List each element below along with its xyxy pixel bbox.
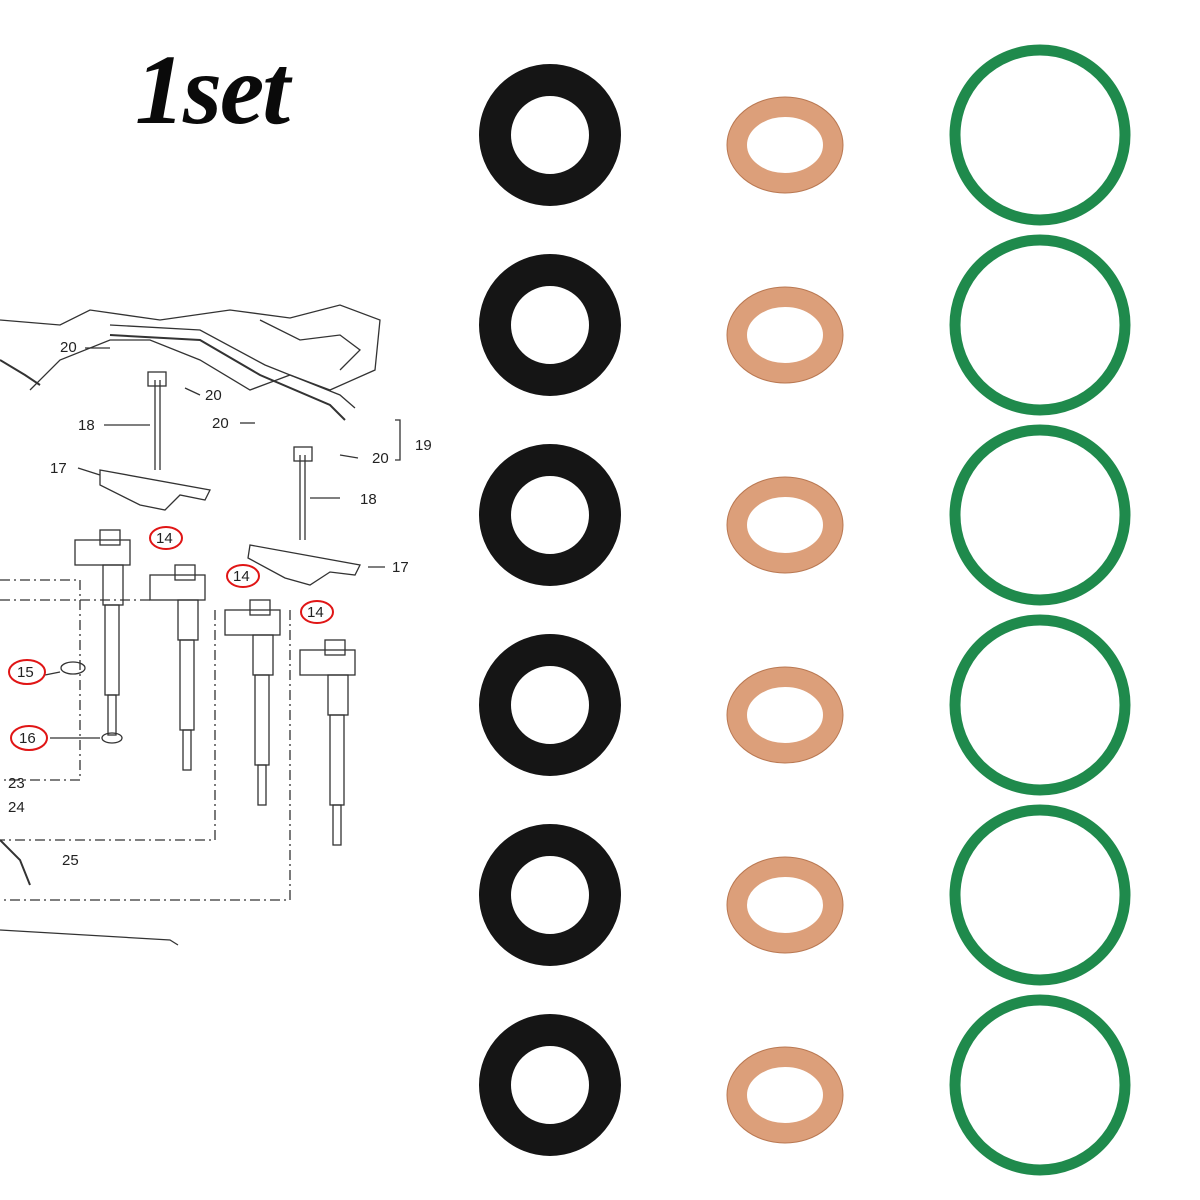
label-25: 25 xyxy=(62,852,79,869)
copper-washer-edge xyxy=(726,476,844,574)
label-20-c: 20 xyxy=(212,415,229,432)
headline-1set: 1set xyxy=(135,34,290,145)
injector-exploded-diagram: 20 20 20 20 18 18 17 17 19 14 14 14 15 1… xyxy=(0,304,432,946)
black-o-ring xyxy=(479,64,621,206)
label-20-b: 20 xyxy=(205,387,222,404)
black-o-ring xyxy=(479,444,621,586)
label-19: 19 xyxy=(415,437,432,454)
copper-washer xyxy=(727,477,843,573)
label-17-a: 17 xyxy=(50,460,67,477)
label-16: 16 xyxy=(19,730,36,747)
green-o-ring xyxy=(949,994,1131,1176)
copper-washer-edge xyxy=(726,666,844,764)
copper-washer xyxy=(727,1047,843,1143)
copper-washer xyxy=(727,857,843,953)
label-23: 23 xyxy=(8,775,25,792)
label-14-c: 14 xyxy=(307,604,324,621)
black-o-ring xyxy=(479,824,621,966)
green-o-ring xyxy=(949,44,1131,226)
green-o-ring xyxy=(949,804,1131,986)
label-17-b: 17 xyxy=(392,559,409,576)
label-20-a: 20 xyxy=(60,339,77,356)
black-o-ring xyxy=(479,634,621,776)
copper-washer xyxy=(727,667,843,763)
label-24: 24 xyxy=(8,799,25,816)
green-o-ring xyxy=(949,614,1131,796)
copper-washer xyxy=(727,97,843,193)
label-18-b: 18 xyxy=(360,491,377,508)
green-o-ring xyxy=(949,424,1131,606)
label-14-b: 14 xyxy=(233,568,250,585)
copper-washer-edge xyxy=(726,1046,844,1144)
copper-washer-edge xyxy=(726,96,844,194)
black-o-ring xyxy=(479,1014,621,1156)
label-18-a: 18 xyxy=(78,417,95,434)
copper-washer-edge xyxy=(726,856,844,954)
seal-rings-grid xyxy=(479,44,1131,1176)
copper-washer xyxy=(727,287,843,383)
label-20-d: 20 xyxy=(372,450,389,467)
label-14-a: 14 xyxy=(156,530,173,547)
copper-washer-edge xyxy=(726,286,844,384)
black-o-ring xyxy=(479,254,621,396)
green-o-ring xyxy=(949,234,1131,416)
label-15: 15 xyxy=(17,664,34,681)
